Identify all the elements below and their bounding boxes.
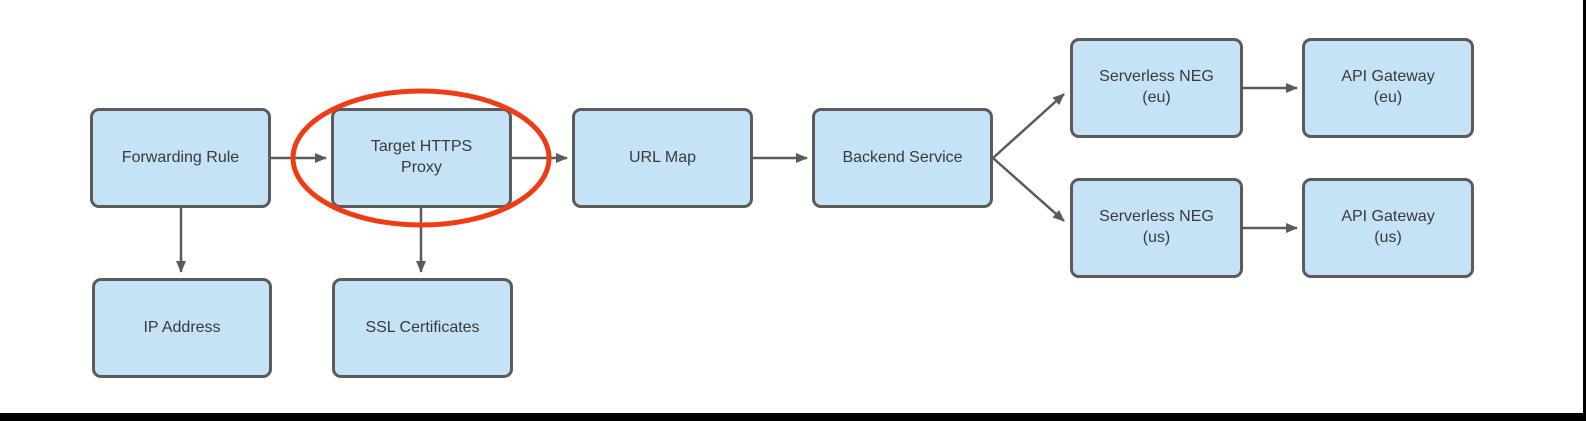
node-target-https-proxy: Target HTTPS Proxy xyxy=(331,108,512,208)
node-serverless-neg-us: Serverless NEG (us) xyxy=(1070,178,1243,278)
node-label: Forwarding Rule xyxy=(121,148,240,166)
node-serverless-neg-eu: Serverless NEG (eu) xyxy=(1070,38,1243,138)
node-label: SSL Certificates xyxy=(365,318,480,336)
node-label: IP Address xyxy=(143,318,221,336)
node-ssl-certificates: SSL Certificates xyxy=(332,278,513,378)
node-label: Serverless NEG (eu) xyxy=(1099,68,1214,106)
node-label: API Gateway (eu) xyxy=(1341,68,1435,106)
node-url-map: URL Map xyxy=(572,108,753,208)
arrow-backend-service-to-serverless-neg-us xyxy=(992,157,1065,222)
node-ip-address: IP Address xyxy=(92,278,272,378)
node-label: API Gateway (us) xyxy=(1341,208,1435,246)
node-backend-service: Backend Service xyxy=(812,108,993,208)
node-api-gateway-us: API Gateway (us) xyxy=(1302,178,1474,278)
node-label: URL Map xyxy=(629,148,696,166)
node-label: Serverless NEG (us) xyxy=(1099,208,1214,246)
arrow-backend-service-to-serverless-neg-eu xyxy=(992,93,1065,159)
node-label: Target HTTPS Proxy xyxy=(370,138,473,176)
node-api-gateway-eu: API Gateway (eu) xyxy=(1302,38,1474,138)
window-edge-bottom xyxy=(0,413,1586,421)
node-label: Backend Service xyxy=(842,148,963,166)
window-edge-right xyxy=(1583,0,1586,421)
node-forwarding-rule: Forwarding Rule xyxy=(90,108,271,208)
